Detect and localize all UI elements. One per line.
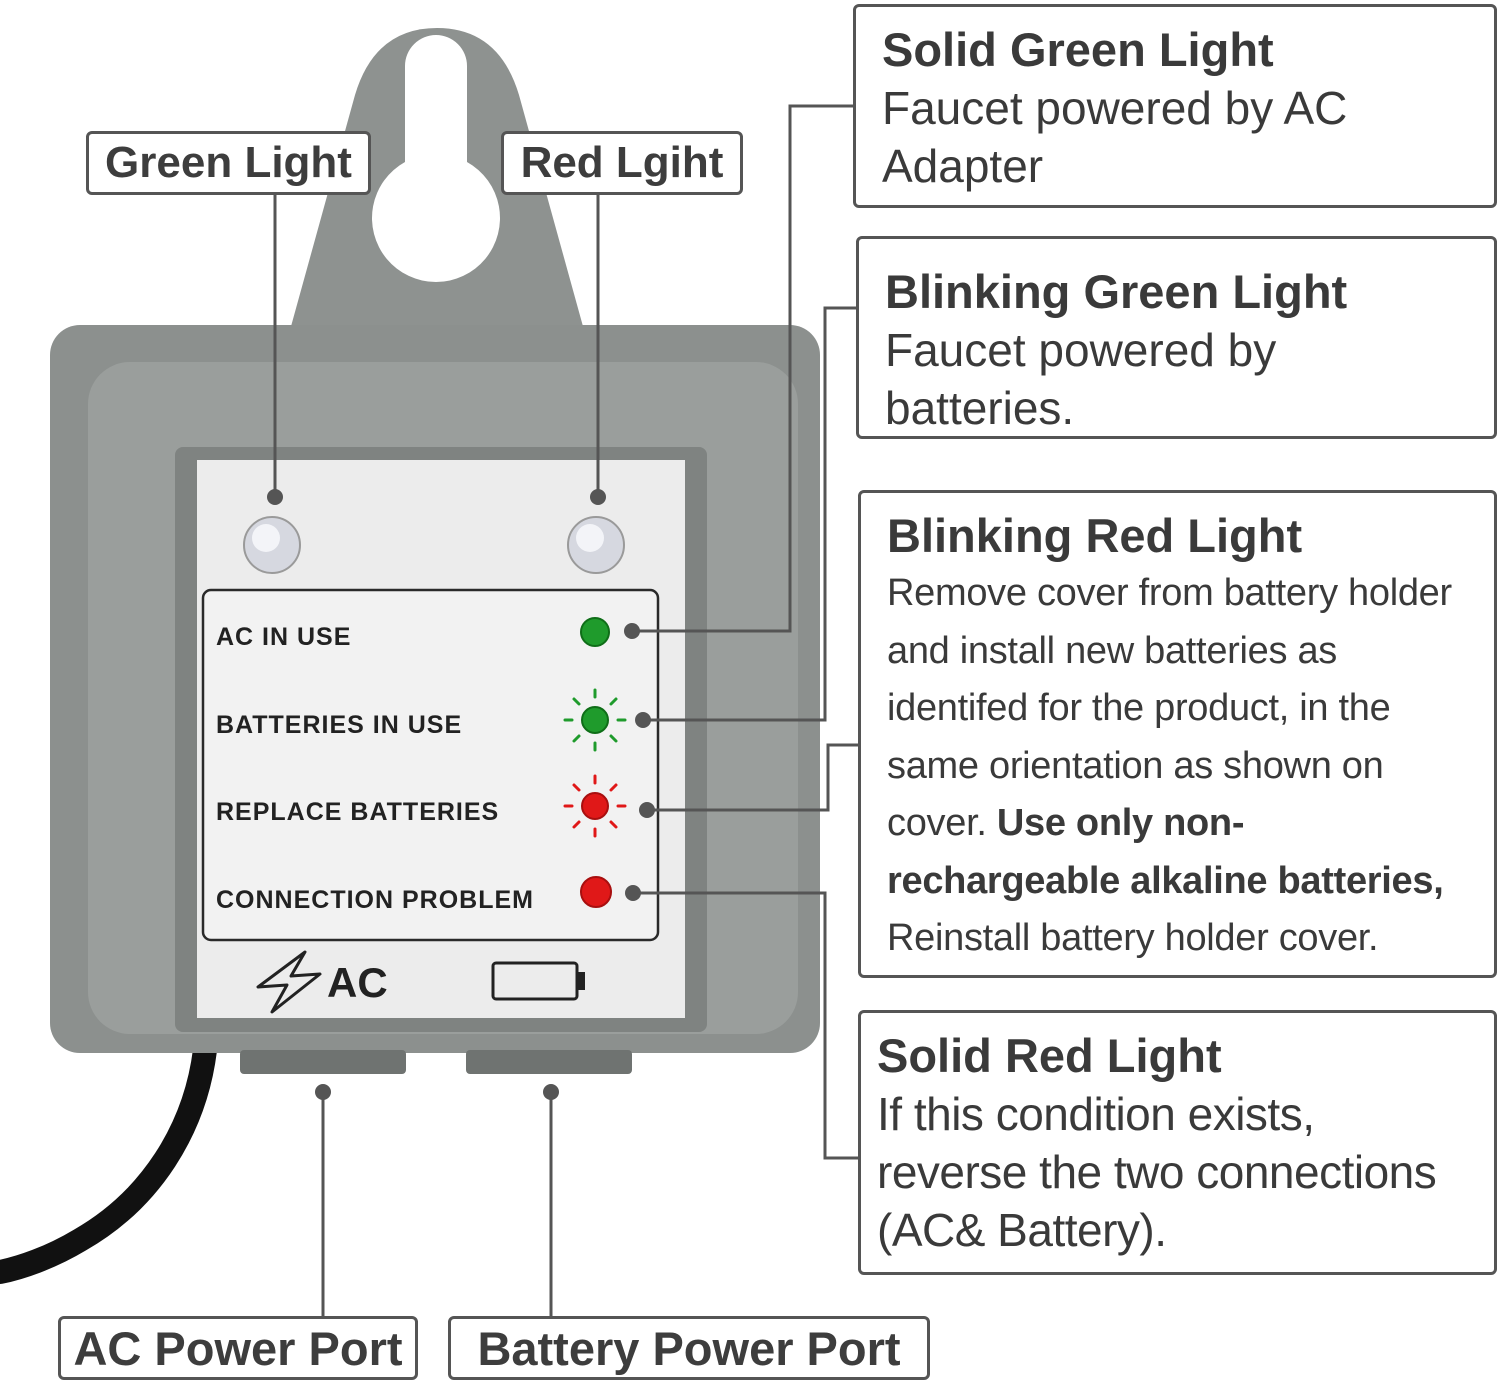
leader-dots [267, 489, 655, 1100]
callout-title: Solid Red Light [877, 1029, 1222, 1082]
blinking-red-indicator [563, 774, 627, 838]
red-light-label-text: Red Lgiht [520, 138, 724, 187]
callout-solid-green: Solid Green Light Faucet powered by AC A… [853, 4, 1497, 208]
power-cable [0, 1038, 217, 1284]
callout-title: Blinking Green Light [885, 265, 1348, 318]
red-light-label: Red Lgiht [501, 131, 743, 195]
battery-power-port-text: Battery Power Port [477, 1321, 901, 1375]
callout-blinking-green: Blinking Green Light Faucet powered by b… [856, 236, 1497, 439]
solid-green-indicator [580, 617, 610, 647]
ac-symbol-text: AC [327, 959, 388, 1006]
callout-blinking-red: Blinking Red Light Remove cover from bat… [858, 490, 1497, 978]
callout-description: Faucet powered by batteries. [885, 324, 1277, 434]
panel-row-label: AC IN USE [216, 623, 351, 651]
solid-red-indicator [580, 876, 612, 908]
panel-row-label: BATTERIES IN USE [216, 711, 462, 739]
callout-description: Remove cover from battery holder and ins… [887, 565, 1474, 968]
callout-description: Faucet powered by AC Adapter [882, 82, 1348, 192]
leader-lines [273, 104, 860, 1318]
callout-solid-red: Solid Red Light If this condition exists… [858, 1010, 1497, 1275]
callout-title: Solid Green Light [882, 23, 1274, 76]
blinking-green-indicator [563, 688, 627, 752]
ac-power-port-text: AC Power Port [73, 1321, 403, 1375]
status-legend [201, 588, 660, 942]
callout-text: Remove cover from battery holder and ins… [887, 572, 1452, 844]
battery-icon [491, 961, 585, 1001]
battery-port [466, 1050, 632, 1074]
callout-text: Reinstall battery holder cover. [887, 917, 1379, 959]
callout-warning: Use only non-rechargeable alkaline batte… [887, 802, 1444, 902]
mounting-tab [290, 28, 584, 330]
panel-row-label: REPLACE BATTERIES [216, 798, 499, 826]
ac-port [240, 1050, 406, 1074]
callout-title: Blinking Red Light [887, 509, 1303, 562]
battery-power-port-label: Battery Power Port [448, 1316, 930, 1380]
callout-description: If this condition exists, reverse the tw… [877, 1088, 1437, 1256]
panel-row-label: CONNECTION PROBLEM [216, 886, 534, 914]
lightning-icon [256, 950, 322, 1014]
green-light-label-text: Green Light [105, 138, 352, 187]
ac-power-port-label: AC Power Port [58, 1316, 418, 1380]
green-light-label: Green Light [86, 131, 371, 195]
